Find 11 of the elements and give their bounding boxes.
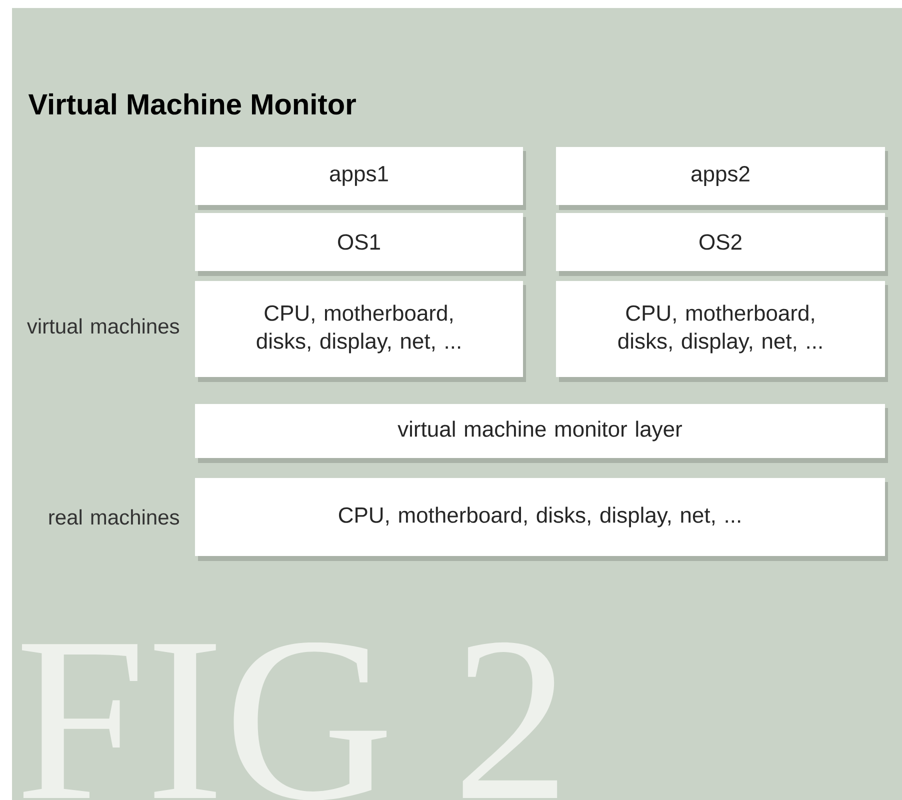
layer-box: apps1 xyxy=(195,147,526,210)
layer-box: OS1 xyxy=(195,213,526,276)
layer-box: apps2 xyxy=(556,147,888,210)
title: Virtual Machine Monitor xyxy=(28,93,356,115)
layer-box: CPU, motherboard, disks, display, net, ... xyxy=(556,281,888,382)
layer-box: OS2 xyxy=(556,213,888,276)
layer-box: virtual machine monitor layer xyxy=(195,404,888,463)
row-label: real machines xyxy=(49,509,179,525)
layer-box: CPU, motherboard, disks, display, net, ... xyxy=(195,281,526,382)
row-label: virtual machines xyxy=(27,318,179,334)
layer-box: CPU, motherboard, disks, display, net, ... xyxy=(195,478,888,561)
